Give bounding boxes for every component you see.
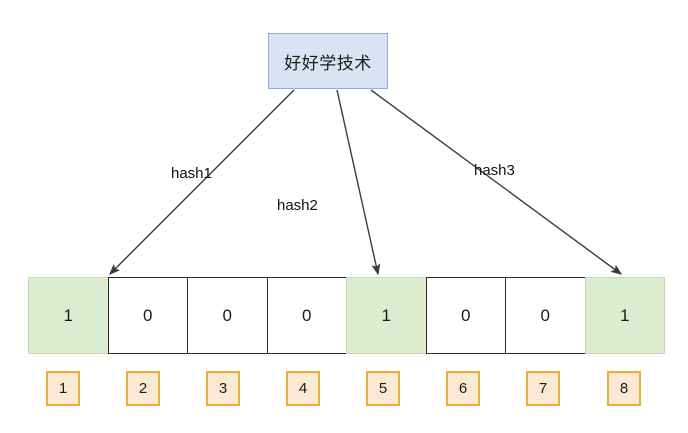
bit-cell-value: 1 <box>620 305 630 325</box>
index-box: 6 <box>446 371 480 406</box>
arrow-hash3 <box>370 89 623 275</box>
bit-cell-value: 0 <box>540 305 550 325</box>
arrow-hash2 <box>336 89 381 276</box>
hash1-label: hash1 <box>171 165 212 182</box>
bit-cell: 1 <box>584 277 665 354</box>
index-box: 5 <box>366 371 400 406</box>
bit-cell-value: 0 <box>143 305 153 325</box>
bit-cell: 0 <box>425 277 506 354</box>
index-box: 3 <box>206 371 240 406</box>
source-value-text: 好好学技术 <box>284 53 372 73</box>
index-box-value: 3 <box>218 380 228 397</box>
index-box-value: 7 <box>538 380 548 397</box>
bit-cell-value: 1 <box>381 305 391 325</box>
index-box-value: 4 <box>298 380 308 397</box>
bit-cell-value: 0 <box>302 305 312 325</box>
bit-array: 1 0 0 0 1 0 0 1 <box>28 277 665 354</box>
index-box-value: 2 <box>138 380 148 397</box>
index-box-value: 8 <box>619 380 629 397</box>
hash2-label: hash2 <box>277 197 318 214</box>
hash3-label: hash3 <box>474 162 515 179</box>
index-label-row: 1 2 3 4 5 6 7 8 <box>28 371 665 407</box>
index-box: 4 <box>286 371 320 406</box>
bit-cell: 0 <box>187 277 268 354</box>
bit-cell: 0 <box>505 277 586 354</box>
index-box-value: 1 <box>58 380 68 397</box>
bit-cell-value: 0 <box>461 305 471 325</box>
source-value-box: 好好学技术 <box>268 33 388 89</box>
bit-cell-value: 0 <box>222 305 232 325</box>
arrow-hash1 <box>109 89 295 275</box>
index-box: 7 <box>526 371 560 406</box>
bit-cell-value: 1 <box>63 305 73 325</box>
index-box: 2 <box>126 371 160 406</box>
bit-cell: 0 <box>266 277 347 354</box>
index-box-value: 5 <box>378 380 388 397</box>
index-box-value: 6 <box>458 380 468 397</box>
index-box: 1 <box>46 371 80 406</box>
bit-cell: 0 <box>107 277 188 354</box>
bit-cell: 1 <box>28 277 109 354</box>
bit-cell: 1 <box>346 277 427 354</box>
index-box: 8 <box>607 371 641 406</box>
